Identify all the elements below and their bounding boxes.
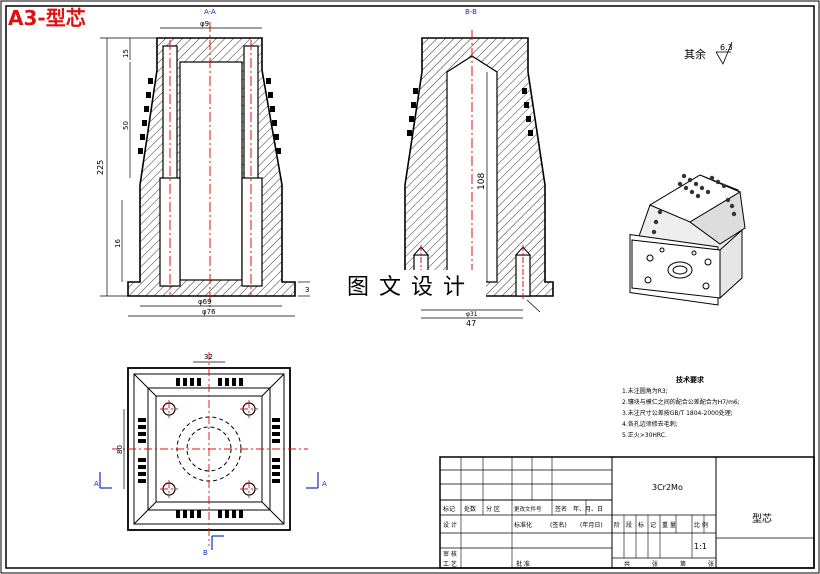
svg-text:签名: 签名 — [555, 505, 567, 513]
svg-text:技术要求: 技术要求 — [676, 375, 705, 384]
dim-bb-108: 108 — [477, 173, 487, 190]
plan-slots — [138, 378, 280, 518]
tech-req-4: 4.各孔边须修去毛刺; — [622, 420, 678, 428]
watermark: 图文设计 — [336, 270, 486, 306]
dim-lower: 16 — [114, 239, 122, 248]
svg-text:更改文件号: 更改文件号 — [514, 505, 542, 513]
dim-bottom-76: φ76 — [202, 308, 216, 316]
svg-text:其余: 其余 — [684, 47, 706, 61]
svg-text:工 艺: 工 艺 — [443, 560, 457, 568]
dim-bb-31: φ31 — [466, 311, 478, 318]
tech-req-1: 1.未注圆角为R3; — [622, 387, 668, 395]
isometric-view — [629, 173, 746, 306]
svg-text:张: 张 — [708, 560, 714, 568]
svg-text:共: 共 — [624, 560, 630, 568]
svg-text:年、月、日: 年、月、日 — [573, 505, 603, 513]
dim-plan-80: 80 — [116, 445, 124, 454]
surface-finish-note: 其余 6.3 — [684, 41, 733, 65]
svg-text:标: 标 — [638, 521, 644, 529]
title-block — [439, 456, 815, 569]
section-view-b: 108 φ31 47 B-B — [397, 8, 554, 328]
tech-req-2: 2.镶块与模仁之间的配合公差配合为H7/m6; — [622, 398, 740, 406]
drawing-title: A3-型芯 — [8, 6, 86, 30]
svg-text:审 核: 审 核 — [443, 550, 457, 558]
svg-text:标记: 标记 — [443, 505, 455, 513]
dim-bb-47: 47 — [466, 319, 476, 328]
svg-text:标准化: 标准化 — [514, 521, 532, 529]
svg-text:张: 张 — [652, 560, 658, 568]
label-a-right: A — [322, 480, 327, 488]
rib-slots-a — [138, 78, 281, 154]
tech-req-3: 3.未注尺寸公差按GB/T 1804-2000处理; — [622, 409, 733, 417]
tech-req-5: 5.正火>30HRC. — [622, 432, 667, 439]
dim-bottom-69: φ69 — [198, 298, 212, 306]
dim-right-3: 3 — [305, 286, 309, 294]
counterbore-left — [159, 177, 181, 287]
material: 3Cr2Mo — [652, 483, 683, 492]
svg-text:分 区: 分 区 — [486, 505, 500, 513]
svg-text:6.3: 6.3 — [720, 43, 733, 52]
technical-requirements: 技术要求 1.未注圆角为R3; 2.镶块与模仁之间的配合公差配合为H7/m6; … — [622, 375, 740, 439]
dim-top-width: φ9 — [200, 20, 209, 28]
central-cavity — [179, 61, 243, 281]
dim-mid: 50 — [122, 121, 130, 130]
svg-text:设 计: 设 计 — [443, 521, 457, 529]
svg-text:(签名): (签名) — [550, 521, 567, 529]
section-view-a: 225 15 50 16 φ9 φ69 φ76 3 A-A — [96, 8, 310, 317]
dim-total-height: 225 — [96, 160, 105, 175]
title-block-text: 3Cr2Mo 型芯 1:1 标记 处数 分 区 更改文件号 签名 年、月、日 设… — [443, 483, 772, 568]
svg-text:重 量: 重 量 — [662, 521, 676, 529]
svg-text:(年月日): (年月日) — [580, 521, 603, 529]
svg-text:批 准: 批 准 — [516, 560, 530, 568]
part-name: 型芯 — [752, 512, 772, 525]
svg-text:记: 记 — [650, 522, 656, 529]
svg-text:第: 第 — [680, 560, 686, 568]
dim-upper: 15 — [122, 49, 130, 58]
scale: 1:1 — [694, 542, 707, 551]
svg-text:处数: 处数 — [464, 505, 476, 513]
svg-text:段: 段 — [626, 521, 632, 529]
svg-text:阶: 阶 — [614, 521, 620, 529]
label-a-left: A — [94, 480, 99, 488]
inner-border — [5, 5, 815, 569]
svg-text:比 例: 比 例 — [694, 521, 708, 529]
dim-plan-32: 32 — [204, 353, 213, 361]
counterbore-right — [241, 177, 263, 287]
label-section-b: B-B — [465, 8, 477, 16]
plan-view: 80 32 A A B — [94, 352, 327, 557]
label-b-bottom: B — [203, 549, 208, 557]
label-section-a: A-A — [204, 8, 216, 16]
